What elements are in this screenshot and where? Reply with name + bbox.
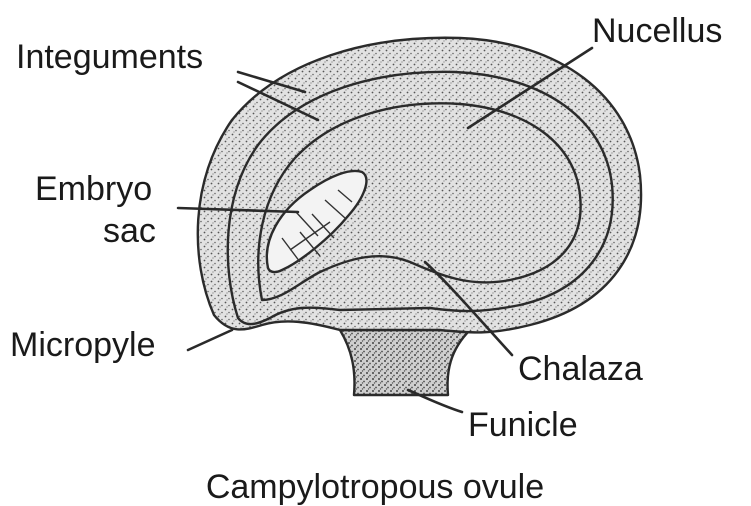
diagram-caption: Campylotropous ovule	[206, 468, 544, 506]
label-funicle: Funicle	[468, 406, 578, 444]
label-embryo-sac-line2: sac	[103, 212, 156, 250]
label-integuments: Integuments	[16, 38, 203, 76]
label-embryo-sac-line1: Embryo	[35, 170, 152, 208]
micropyle-leader	[188, 330, 232, 350]
label-micropyle: Micropyle	[10, 326, 155, 364]
label-chalaza: Chalaza	[518, 350, 643, 388]
label-nucellus: Nucellus	[592, 12, 722, 50]
funicle-shape	[340, 330, 470, 395]
